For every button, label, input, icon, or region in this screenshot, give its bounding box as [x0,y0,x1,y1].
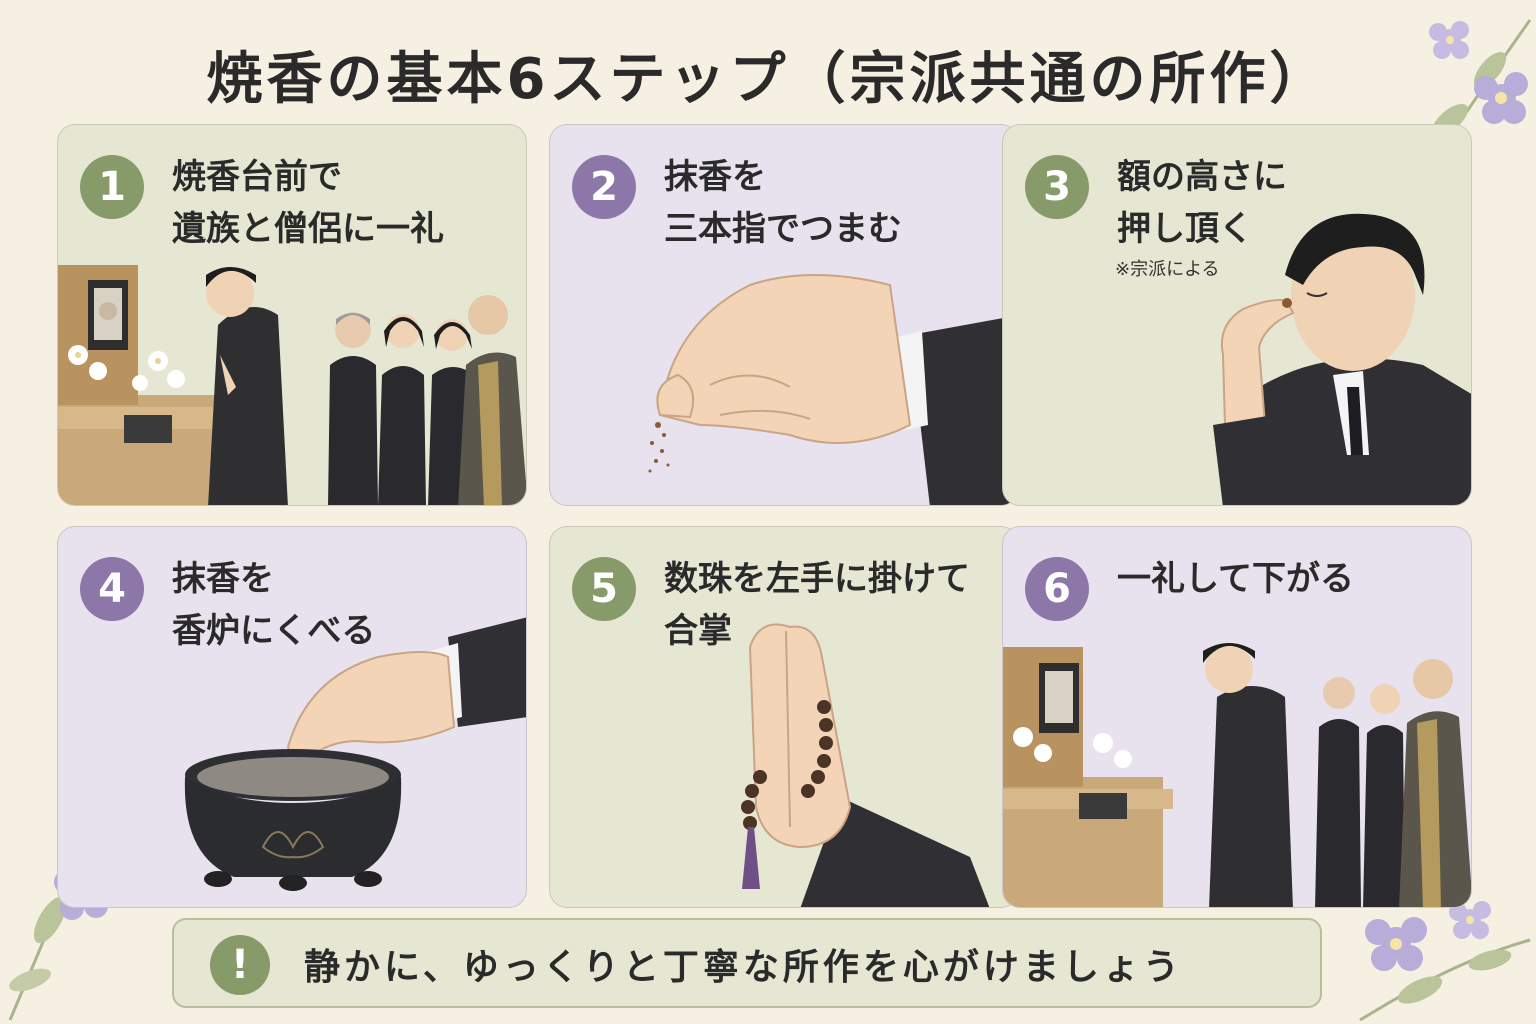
step-caption: 一礼して下がる [1117,553,1457,605]
step-caption: 抹香を 三本指でつまむ [664,151,1004,255]
step-caption: 焼香台前で 遺族と僧侶に一礼 [172,151,512,255]
step-card-4: 4 抹香を 香炉にくべる [57,526,527,908]
page-title: 焼香の基本6ステップ（宗派共通の所作） [206,47,1330,112]
step-caption-line: 押し頂く [1117,209,1253,249]
step-number-badge: 4 [80,557,144,621]
step-caption-line: 合掌 [664,611,732,651]
step-caption-line: 抹香を [172,559,274,599]
tip-message: 静かに、ゆっくりと丁寧な所作を心がけましょう [304,947,1183,988]
bowing-to-family-illustration [58,265,526,505]
sect-note: ※宗派による [1115,259,1220,280]
step-caption: 抹香を 香炉にくべる [172,553,512,657]
step-caption-line: 数珠を左手に掛けて [664,559,970,599]
step-card-2: 2 抹香を 三本指でつまむ [549,124,1019,506]
step-caption-line: 抹香を [664,157,766,197]
step-card-5: 5 数珠を左手に掛けて 合掌 [549,526,1019,908]
step-caption-line: 遺族と僧侶に一礼 [172,209,444,249]
step-card-6: 6 一礼して下がる [1002,526,1472,908]
step-number-badge: 2 [572,155,636,219]
step-caption: 数珠を左手に掛けて 合掌 [664,553,1004,657]
step-number-badge: 1 [80,155,144,219]
adding-incense-to-burner-illustration [184,617,526,891]
step-caption-line: 三本指でつまむ [664,209,902,249]
bowing-and-leaving-illustration [1003,643,1471,907]
step-number-badge: 6 [1025,557,1089,621]
exclamation-icon: ! [210,935,270,995]
step-card-3: 3 額の高さに 押し頂く ※宗派による [1002,124,1472,506]
step-caption-line: 香炉にくべる [172,611,376,651]
step-card-1: 1 焼香台前で 遺族と僧侶に一礼 [57,124,527,506]
step-number-badge: 5 [572,557,636,621]
step-caption-line: 額の高さに [1117,157,1287,197]
step-caption: 額の高さに 押し頂く [1117,151,1457,255]
raising-incense-to-forehead-illustration [1213,213,1471,505]
prayer-hands-with-beads-illustration [741,623,990,907]
step-number-badge: 3 [1025,155,1089,219]
pinching-incense-illustration [648,274,1018,505]
step-caption-line: 焼香台前で [172,157,342,197]
step-caption-line: 一礼して下がる [1117,559,1354,599]
tip-banner: ! 静かに、ゆっくりと丁寧な所作を心がけましょう [172,918,1322,1008]
